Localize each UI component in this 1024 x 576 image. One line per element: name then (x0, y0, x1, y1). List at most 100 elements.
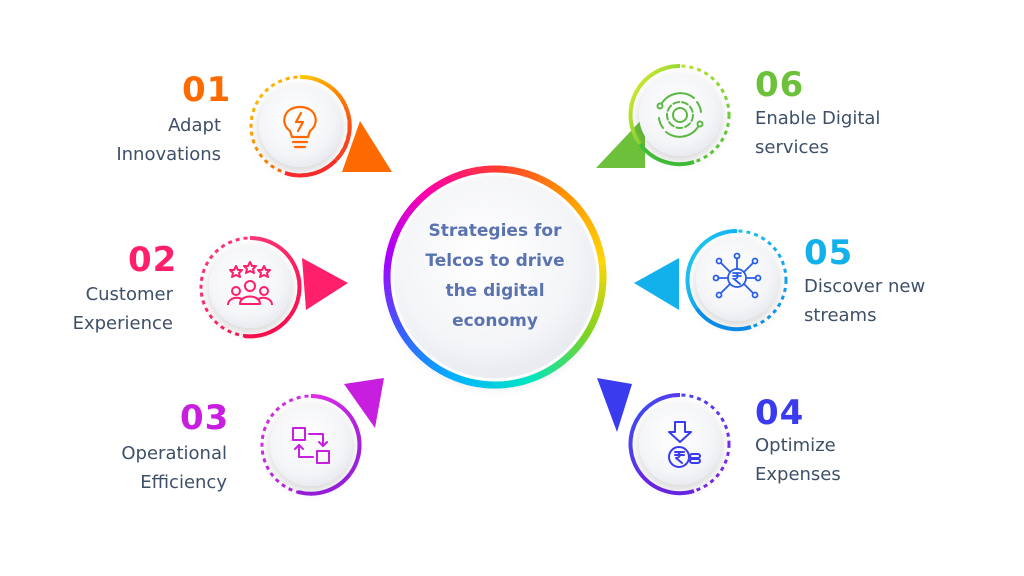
center-ring-segment (526, 372, 536, 384)
center-ring-segment (595, 253, 606, 262)
center-ring-segment (559, 190, 570, 202)
item-01-label-line-2: Innovations (116, 144, 221, 165)
center-ring-segment (385, 297, 397, 307)
center-ring-segment (429, 359, 440, 371)
center-title-line-3: the digital (445, 281, 545, 301)
center-ring-segment (554, 186, 566, 198)
center-ring-segment (536, 368, 547, 380)
center-ring-segment (390, 231, 402, 241)
gear-icon (656, 92, 704, 138)
center-ring-segment (563, 193, 575, 205)
center-ring-segment (505, 378, 513, 388)
item-06-label-line-1: Enable Digital (755, 108, 881, 129)
item-02-number: 02 (128, 240, 178, 280)
item-05-label-line-1: Discover new (804, 276, 926, 297)
center-ring-segment (574, 206, 586, 218)
center-ring-segment (526, 170, 536, 182)
center-ring-segment (420, 190, 431, 202)
center-ring-segment (429, 183, 440, 195)
center-ring-segment (408, 341, 420, 352)
item-06-number: 06 (755, 65, 805, 105)
item-03-node (260, 394, 362, 496)
center-ring-segment (404, 206, 416, 218)
center-ring-segment (563, 349, 575, 361)
center-ring-segment (592, 303, 603, 312)
item-01-label-line-1: Adapt (168, 115, 221, 136)
center-ring-segment (570, 202, 582, 213)
center-ring-segment (593, 297, 605, 307)
center-ring-segment (460, 374, 469, 385)
center-ring-segment (449, 172, 459, 184)
center-ring-segment (415, 349, 427, 361)
center-ring-segment (521, 169, 530, 180)
lightbulb-icon (283, 105, 317, 149)
center-ring-segment (482, 165, 491, 176)
center-ring-segment (596, 287, 606, 295)
item-05-node (685, 228, 788, 332)
item-01-label: Adapt Innovations (116, 111, 221, 169)
center-title-line-2: Telcos to drive (425, 251, 565, 271)
center-ring-segment (574, 336, 586, 348)
rupee-network-icon (712, 252, 762, 299)
center-ring-segment (465, 167, 475, 179)
center-ring-segment (567, 197, 579, 209)
item-06-label: Enable Digital services (755, 104, 880, 162)
item-05-label: Discover new streams (804, 272, 925, 330)
center-ring-segment (433, 180, 445, 192)
center-ring-segment (593, 247, 605, 257)
center-ring-segment (590, 236, 602, 246)
item-02-label-line-2: Experience (72, 313, 173, 334)
center-ring-segment (531, 172, 541, 184)
center-ring-segment (596, 264, 607, 273)
center-ring-segment (545, 362, 557, 374)
item-04-label-line-2: Expenses (755, 464, 841, 485)
item-04-node (628, 392, 731, 496)
center-ring-segment (531, 370, 541, 382)
arrow-05 (634, 258, 679, 310)
arrow-04 (597, 378, 632, 432)
item-05-label-line-2: streams (804, 305, 877, 326)
item-02-node (199, 235, 302, 339)
center-ring-segment (471, 166, 480, 177)
arrow-02 (302, 258, 348, 310)
center-ring-segment (387, 242, 398, 251)
item-04-number: 04 (755, 393, 805, 433)
center-ring-segment (438, 365, 449, 377)
item-03-label: Operational Efficiency (121, 439, 227, 497)
center-ring-segment (388, 236, 400, 246)
item-04-label: Optimize Expenses (755, 431, 841, 489)
item-03-number: 03 (180, 398, 230, 438)
customer-group-icon (227, 261, 273, 306)
item-02-label-line-1: Customer (85, 284, 173, 305)
center-ring-segment (505, 166, 513, 176)
center-ring-segment (471, 377, 480, 388)
center-ring-segment (438, 177, 449, 189)
center-ring-segment (454, 170, 464, 182)
center-ring-segment (570, 341, 582, 352)
center-ring-segment (383, 264, 394, 273)
center-ring-segment (586, 318, 598, 329)
center-ring-segment (443, 174, 454, 186)
center-ring-segment (411, 345, 423, 357)
item-04-label-line-1: Optimize (755, 435, 836, 456)
center-ring-segment (592, 242, 603, 251)
rupee-coin-icon (668, 421, 701, 468)
center-ring-segment (541, 177, 552, 189)
center-ring-segment (460, 169, 469, 180)
center-ring-segment (424, 186, 436, 198)
center-ring-segment (383, 281, 394, 290)
center-ring-segment (392, 225, 404, 236)
item-01-node (249, 74, 352, 178)
item-03-label-line-2: Efficiency (140, 472, 227, 493)
center-ring-segment (536, 174, 547, 186)
center-ring-segment (482, 378, 491, 389)
item-02-label: Customer Experience (73, 280, 173, 338)
center-ring-segment (420, 352, 431, 364)
center-ring-segment (424, 356, 436, 368)
item-03-label-line-1: Operational (121, 443, 227, 464)
center-ring-segment (515, 167, 525, 179)
center-ring-segment (550, 359, 561, 371)
center-ring-segment (499, 378, 508, 389)
item-06-node (628, 63, 731, 167)
center-ring-segment (590, 308, 602, 318)
